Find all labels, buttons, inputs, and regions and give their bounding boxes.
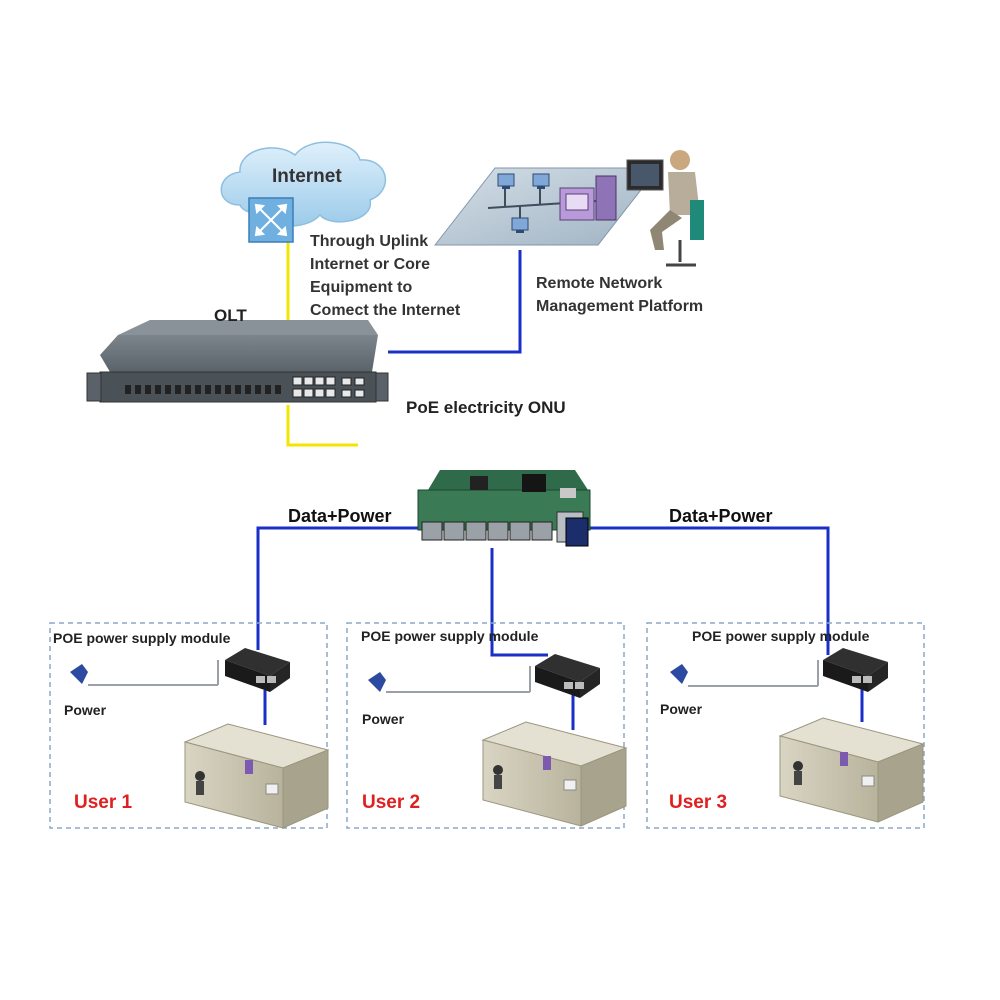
remote-management-label: Remote Network Management Platform	[536, 272, 736, 318]
poe-module-label-2: POE power supply module	[361, 628, 539, 644]
power-plug-icon	[670, 660, 819, 687]
user-box-2	[346, 622, 625, 829]
remote-line-2: Management Platform	[536, 298, 704, 315]
power-label-2: Power	[362, 711, 405, 727]
internet-label: Internet	[272, 166, 342, 187]
uplink-line-4: Comect the Internet	[310, 302, 461, 319]
uplink-line-3: Equipment to	[310, 279, 413, 296]
onu-label: PoE electricity ONU	[406, 398, 566, 417]
olt-label: OLT	[214, 306, 247, 325]
power-label-3: Power	[660, 701, 703, 717]
user-label-1: User 1	[74, 792, 133, 813]
poe-module-label-1: POE power supply module	[53, 630, 231, 646]
data-power-label-right: Data+Power	[669, 506, 773, 526]
power-plug-icon	[368, 666, 531, 693]
core-switch-icon	[248, 197, 294, 243]
data-power-blue-lines	[256, 526, 864, 730]
poe-injector-icon	[823, 648, 888, 692]
management-blue-line	[388, 250, 522, 354]
data-power-label-left: Data+Power	[288, 506, 392, 526]
user-box-3	[646, 622, 925, 829]
uplink-description: Through Uplink Internet or Core Equipmen…	[310, 230, 510, 322]
poe-injector-icon	[225, 648, 290, 692]
user-label-2: User 2	[362, 792, 421, 813]
poe-onu-board	[417, 470, 591, 547]
user-label-3: User 3	[669, 792, 728, 813]
workstation-icon	[511, 217, 529, 233]
workstation-icon	[497, 173, 515, 189]
poe-module-label-3: POE power supply module	[692, 628, 870, 644]
operator-icon	[626, 150, 704, 267]
uplink-line-1: Through Uplink	[310, 233, 429, 250]
user-box-1	[49, 622, 328, 829]
user-room-illustration	[481, 721, 628, 827]
server-icon	[559, 175, 617, 221]
poe-injector-icon	[535, 654, 600, 698]
power-plug-icon	[70, 660, 219, 686]
user-room-illustration	[183, 723, 330, 829]
uplink-yellow-lines	[286, 240, 358, 447]
power-label-1: Power	[64, 702, 107, 718]
remote-line-1: Remote Network	[536, 275, 663, 292]
olt-device	[86, 320, 389, 403]
user-room-illustration	[778, 717, 925, 823]
uplink-line-2: Internet or Core	[310, 256, 431, 273]
workstation-icon	[532, 173, 550, 189]
